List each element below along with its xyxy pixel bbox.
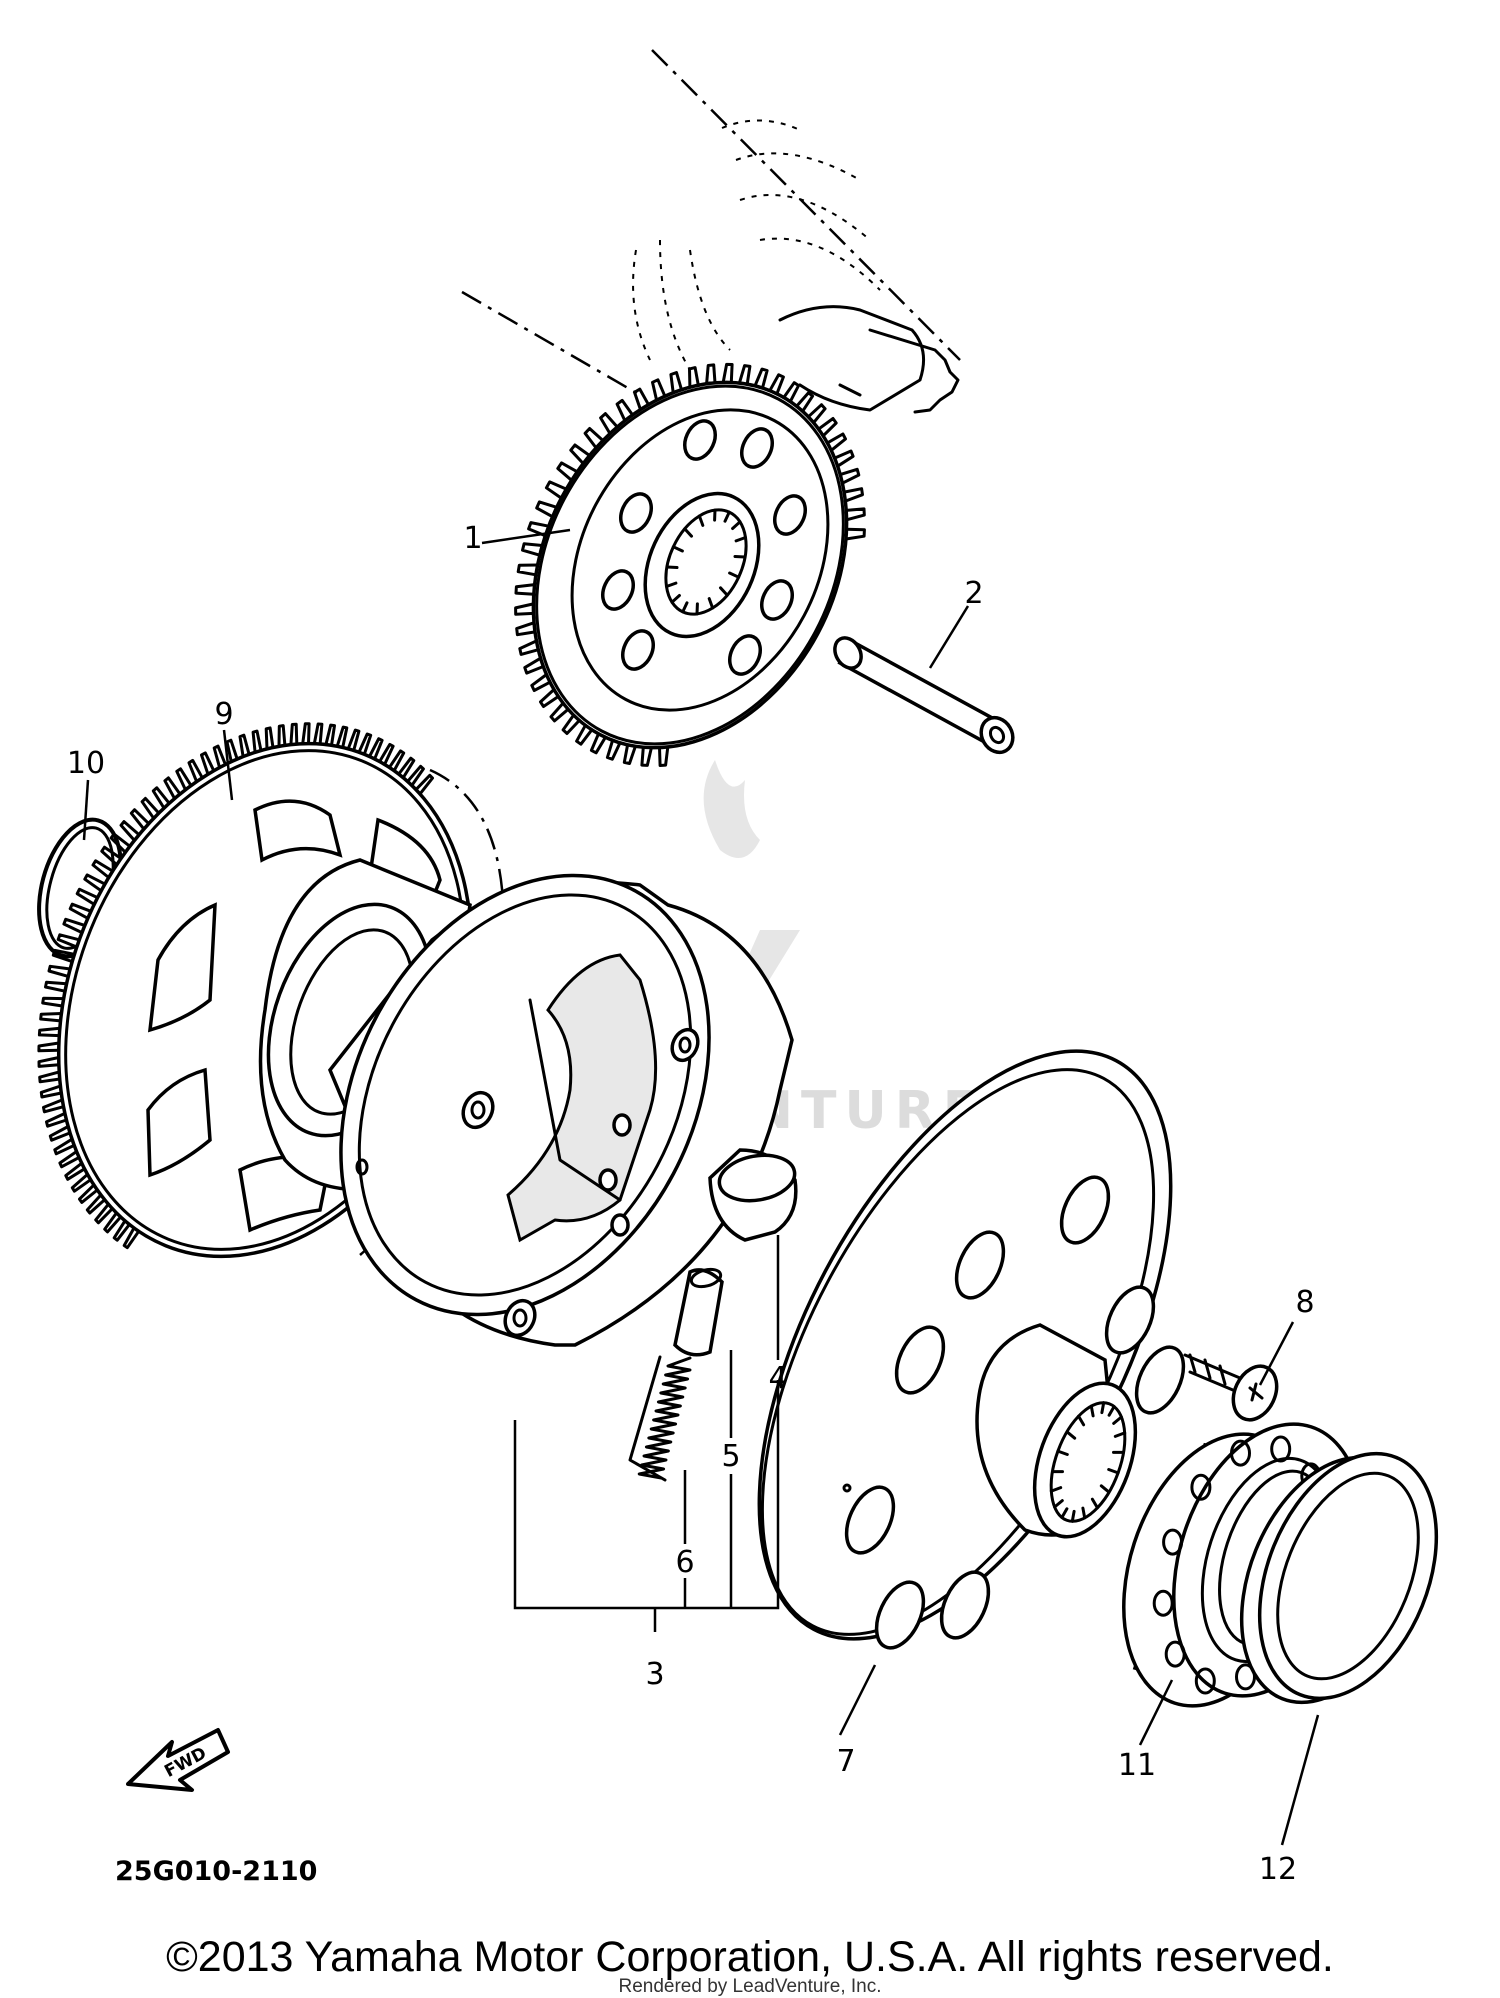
spring xyxy=(628,1355,692,1482)
oil-seal xyxy=(1239,1451,1439,1705)
callout-9: 9 xyxy=(214,697,233,732)
crankshaft-phantom xyxy=(461,49,961,414)
idle-gear-holes xyxy=(601,419,807,676)
screw xyxy=(1183,1353,1279,1422)
callout-8: 8 xyxy=(1295,1285,1314,1320)
shaft xyxy=(833,636,1015,755)
callout-10: 10 xyxy=(67,746,105,781)
callout-1: 1 xyxy=(463,521,482,556)
starter-clutch xyxy=(327,873,794,1347)
wheel-gear-teeth xyxy=(37,722,434,1250)
fwd-arrow-icon: FWD xyxy=(126,1728,230,1792)
spline-tooth-lines xyxy=(665,508,747,616)
gear-tooth-outline xyxy=(514,362,866,767)
bearing-ball xyxy=(1164,1640,1186,1668)
rendered-by-notice: Rendered by LeadVenture, Inc. xyxy=(618,1976,881,1997)
callout-6: 6 xyxy=(675,1545,694,1580)
bearing-ball xyxy=(1194,1667,1216,1695)
callout-4: 4 xyxy=(768,1361,787,1396)
callouts: 1 2 3 4 5 6 7 8 9 10 11 12 xyxy=(67,521,1315,1887)
callout-5: 5 xyxy=(721,1439,740,1474)
callout-7: 7 xyxy=(836,1744,855,1779)
copyright-notice: ©2013 Yamaha Motor Corporation, U.S.A. A… xyxy=(166,1933,1334,1981)
bearing-ball xyxy=(1190,1473,1212,1501)
idle-gear-teeth xyxy=(514,362,866,767)
plunger xyxy=(673,1267,724,1357)
clutch-plate-spline xyxy=(1049,1401,1127,1523)
callout-3: 3 xyxy=(645,1657,664,1692)
gear-tooth-outline xyxy=(37,722,434,1250)
clutch-plate xyxy=(757,1049,1186,1650)
idle-gear-spline xyxy=(665,508,747,616)
bearing-ball xyxy=(1230,1439,1251,1467)
leader-lines xyxy=(82,528,1320,1846)
bearing-ball xyxy=(1152,1589,1174,1617)
callout-2: 2 xyxy=(964,576,983,611)
clutch-plate-holes xyxy=(844,1175,1186,1650)
callout-12: 12 xyxy=(1259,1852,1297,1887)
roller xyxy=(708,1148,798,1242)
figure-code: 25G010-2110 xyxy=(115,1856,317,1887)
bearing-ball xyxy=(1162,1528,1184,1556)
spline-tooth-lines xyxy=(1049,1401,1127,1523)
bearing-ball xyxy=(1270,1435,1292,1463)
starter-idle-gear xyxy=(514,362,866,767)
callout-11: 11 xyxy=(1118,1748,1156,1783)
